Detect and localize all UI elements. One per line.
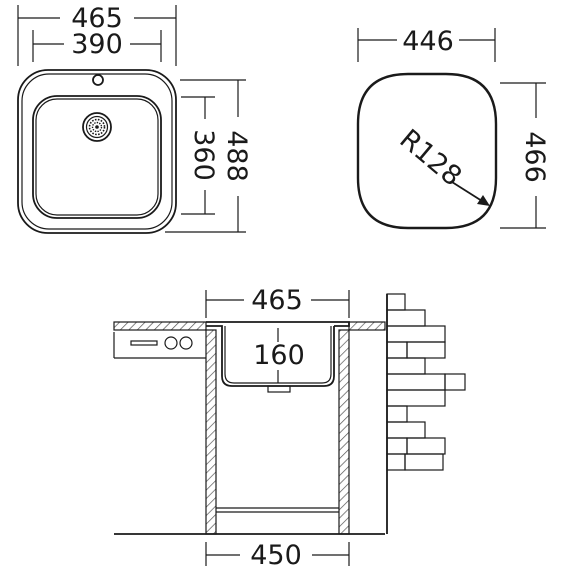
dim-section-width-label: 465	[251, 285, 303, 316]
cabinet-left-wall	[205, 329, 217, 535]
cutout-view: 446 466 R128	[356, 26, 550, 230]
sink-outer-rim	[17, 69, 177, 234]
tap-hole-icon	[92, 74, 104, 86]
cutout-shape	[356, 72, 498, 230]
dim-inner-height-label: 360	[188, 129, 219, 181]
dim-outer-width-label: 465	[71, 3, 123, 34]
dim-bowl-depth: 160	[253, 328, 305, 383]
drain-strainer-icon	[82, 112, 112, 142]
dim-inner-width: 390	[32, 29, 162, 62]
dim-outer-height-label: 488	[221, 130, 252, 182]
dim-cutout-height: 466	[500, 82, 550, 229]
arrowhead-icon	[477, 195, 490, 206]
dim-inner-height: 360	[181, 96, 219, 215]
dim-cabinet-width: 450	[205, 540, 350, 568]
dim-inner-width-label: 390	[71, 29, 123, 60]
dim-outer-width: 465	[17, 3, 177, 66]
radius-callout: R128	[394, 124, 490, 206]
cabinet-right-wall	[338, 329, 350, 535]
drain-outlet	[267, 385, 291, 393]
dim-cutout-width-label: 446	[402, 26, 454, 57]
sink-bowl	[32, 95, 162, 219]
dim-section-width: 465	[205, 285, 350, 318]
dim-bowl-depth-label: 160	[253, 340, 305, 371]
section-view: 465 160 450	[113, 285, 466, 568]
dim-outer-height: 488	[165, 79, 252, 233]
dim-cutout-height-label: 466	[519, 131, 550, 183]
brick-wall-icon	[386, 293, 466, 534]
sink-bowl-inner-edge	[35, 98, 159, 216]
control-knobs-icon	[113, 332, 206, 359]
dim-cabinet-width-label: 450	[250, 540, 302, 568]
sink-rim-inner-edge	[21, 73, 173, 230]
top-view: 465 390 488 360	[17, 3, 252, 234]
dim-cutout-width: 446	[357, 26, 496, 62]
radius-label: R128	[394, 124, 468, 193]
